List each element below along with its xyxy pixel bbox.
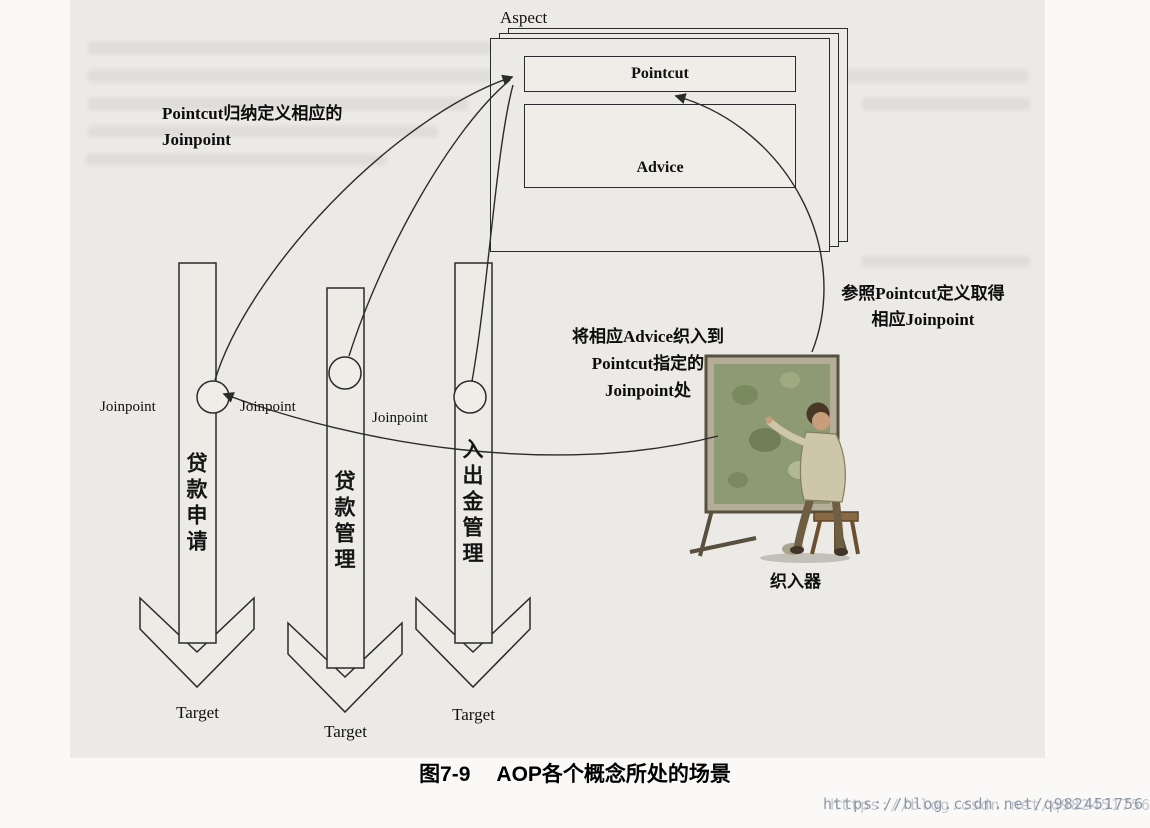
pointcut-label: Pointcut — [631, 65, 689, 82]
annotation-refer-pointcut: 参照Pointcut定义取得 相应Joinpoint — [796, 281, 1050, 333]
flow-label-cash-management: 入出金管理 — [460, 438, 484, 568]
joinpoint-label-2: Joinpoint — [240, 399, 296, 415]
target-label-3: Target — [452, 705, 495, 724]
scan-artifact — [86, 154, 386, 165]
annotation-refer-pointcut-line1: 参照Pointcut定义取得 — [841, 284, 1005, 303]
figure-caption: 图7-9 AOP各个概念所处的场景 — [0, 758, 1150, 788]
scan-artifact — [88, 42, 558, 54]
target-label-2: Target — [324, 722, 367, 741]
flow-label-loan-application: 贷款申请 — [184, 452, 208, 556]
joinpoint-label-1: Joinpoint — [100, 399, 156, 415]
advice-label: Advice — [636, 159, 684, 176]
scan-artifact — [862, 256, 1030, 267]
annotation-refer-pointcut-line2: 相应Joinpoint — [871, 310, 975, 329]
annotation-weave-advice-line1: 将相应Advice织入到 — [571, 327, 725, 346]
flow-label-loan-management: 贷款管理 — [332, 470, 356, 574]
annotation-pointcut-defines-line1: Pointcut归纳定义相应的 — [162, 104, 343, 123]
advice-box: Advice — [524, 104, 796, 188]
annotation-weave-advice-line2: Pointcut指定的 — [591, 354, 705, 373]
pointcut-box: Pointcut — [524, 56, 796, 92]
annotation-weave-advice: 将相应Advice织入到 Pointcut指定的 Joinpoint处 — [532, 323, 764, 404]
scan-artifact — [862, 98, 1030, 110]
aspect-title: Aspect — [500, 8, 548, 27]
target-label-1: Target — [176, 703, 219, 722]
watermark-url: https://blog.csdn.net/q982451756 — [823, 795, 1144, 813]
annotation-pointcut-defines-line2: Joinpoint — [162, 130, 231, 149]
figure-caption-number: 图7-9 — [419, 763, 471, 786]
joinpoint-label-3: Joinpoint — [372, 410, 428, 426]
figure-caption-title: AOP各个概念所处的场景 — [496, 763, 731, 786]
annotation-pointcut-defines: Pointcut归纳定义相应的 Joinpoint — [162, 101, 342, 153]
annotation-weave-advice-line3: Joinpoint处 — [605, 381, 691, 400]
weaver-label: 织入器 — [770, 572, 821, 591]
